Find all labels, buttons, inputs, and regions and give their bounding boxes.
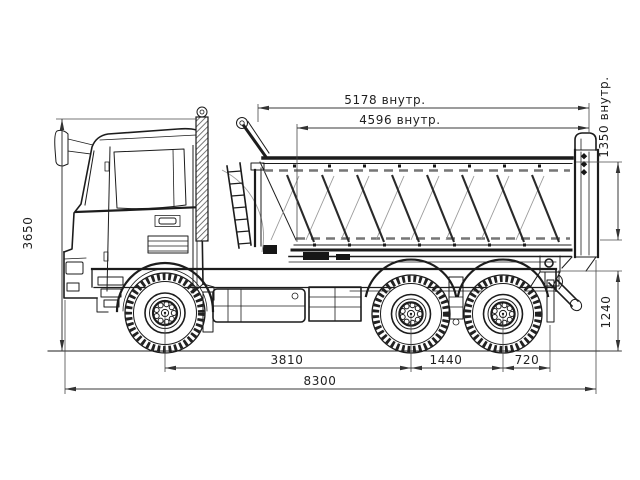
dump-body [236,117,574,263]
fog-light [66,282,80,292]
tailgate-hinge-pins [580,153,588,176]
side-mirror [54,129,94,167]
dim-label-axle2-to-axle3: 1440 [430,353,463,367]
dim-label-rear-frame-height: 1240 [599,296,613,329]
air-intake [195,106,209,242]
dimensions: 5178 внутр. 4596 внутр. 1350 внутр. 3650… [21,76,622,394]
dim-label-overall-height: 3650 [21,217,35,250]
door-window [113,148,187,210]
dim-label-body-inner-height: 1350 внутр. [597,76,611,157]
fuel-tank [212,288,306,323]
dim-label-overall-length: 8300 [304,374,337,388]
dim-body-inner-height: 1350 внутр. [576,76,622,241]
rear-fenders [364,258,550,298]
rib-mounts [293,164,541,247]
body-front-mount [263,245,277,254]
front-fender [115,261,215,313]
wheels [124,272,543,354]
visor-pulley [236,117,248,129]
dim-rear-frame-height: 1240 [558,270,622,352]
front-bumper [63,251,109,313]
battery-box [308,286,362,322]
dim-overall-height: 3650 [21,118,197,351]
dim-axle-spacing: 3810 1440 720 [165,353,550,371]
body-ribs [286,174,560,243]
cab-steps [97,276,124,308]
dim-overall-length: 8300 [65,374,596,392]
tipping-cylinder [250,162,265,248]
tandem-suspension [448,276,464,326]
rear-mudflap [546,279,555,323]
tailgate [561,132,600,272]
dim-body-floor-inner-length: 4596 внутр. [296,113,589,242]
tipping-pivot [530,255,561,289]
headlight [65,261,84,275]
body-ladder [221,162,265,253]
hidden-ribs [270,175,545,241]
dim-body-top-inner-length: 5178 внутр. [257,93,590,133]
cab-door [103,145,198,294]
door-handle [154,215,181,227]
dim-label-body-floor-inner-length: 4596 внутр. [359,113,440,127]
dim-label-body-top-inner-length: 5178 внутр. [344,93,425,107]
dim-label-axle3-to-frame-end: 720 [515,353,540,367]
dim-label-axle1-to-axle2: 3810 [271,353,304,367]
